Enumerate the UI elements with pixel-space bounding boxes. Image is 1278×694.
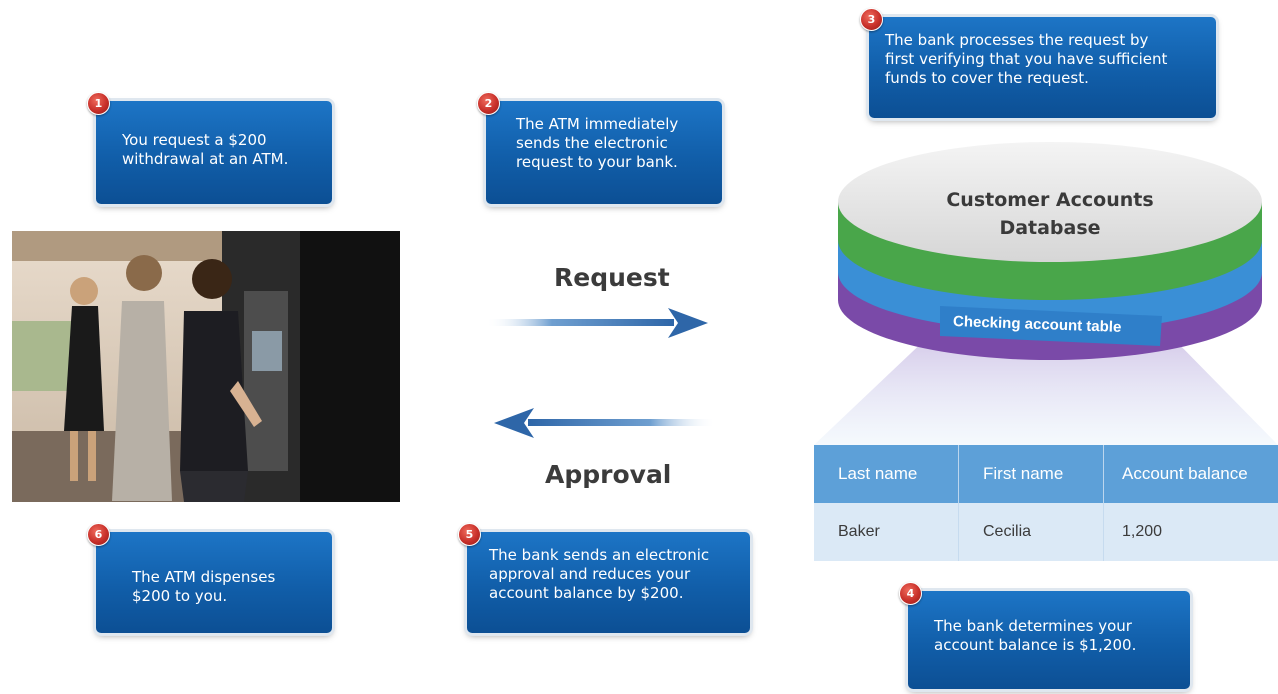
step-3-badge: 3	[860, 8, 883, 31]
table-header-last-name: Last name	[814, 445, 959, 503]
approval-label: Approval	[545, 460, 672, 489]
account-table: Last name First name Account balance Bak…	[814, 445, 1278, 561]
step-6-box: 6 The ATM dispenses $200 to you.	[87, 523, 332, 633]
step-1-box: 1 You request a $200 withdrawal at an AT…	[87, 92, 332, 204]
step-4-text: The bank determines your account balance…	[934, 617, 1137, 654]
step-3-text: The bank processes the request by first …	[885, 31, 1168, 87]
request-arrow-icon	[486, 308, 708, 338]
step-4-box: 4 The bank determines your account balan…	[899, 582, 1190, 689]
table-header-account-balance: Account balance	[1103, 445, 1278, 503]
step-6-badge: 6	[87, 523, 110, 546]
step-3-box: 3 The bank processes the request by firs…	[860, 8, 1216, 118]
table-header-row: Last name First name Account balance	[814, 445, 1278, 503]
step-6-text: The ATM dispenses $200 to you.	[132, 568, 276, 605]
step-1-text: You request a $200 withdrawal at an ATM.	[122, 131, 289, 168]
table-cell-last-name: Baker	[814, 503, 959, 561]
database-title: Customer Accounts Database	[946, 189, 1154, 239]
request-label: Request	[554, 263, 670, 292]
table-cell-account-balance: 1,200	[1103, 503, 1278, 561]
atm-photo	[12, 231, 400, 502]
table-row: Baker Cecilia 1,200	[814, 503, 1278, 561]
step-2-box: 2 The ATM immediately sends the electron…	[477, 92, 722, 204]
step-4-badge: 4	[899, 582, 922, 605]
step-1-badge: 1	[87, 92, 110, 115]
database-cylinder-icon	[814, 142, 1278, 445]
table-header-first-name: First name	[958, 445, 1104, 503]
table-cell-first-name: Cecilia	[958, 503, 1104, 561]
step-5-badge: 5	[458, 523, 481, 546]
approval-arrow-icon	[494, 408, 716, 438]
step-2-badge: 2	[477, 92, 500, 115]
step-5-text: The bank sends an electronic approval an…	[489, 546, 710, 602]
step-2-text: The ATM immediately sends the electronic…	[516, 115, 679, 171]
step-5-box: 5 The bank sends an electronic approval …	[458, 523, 750, 633]
